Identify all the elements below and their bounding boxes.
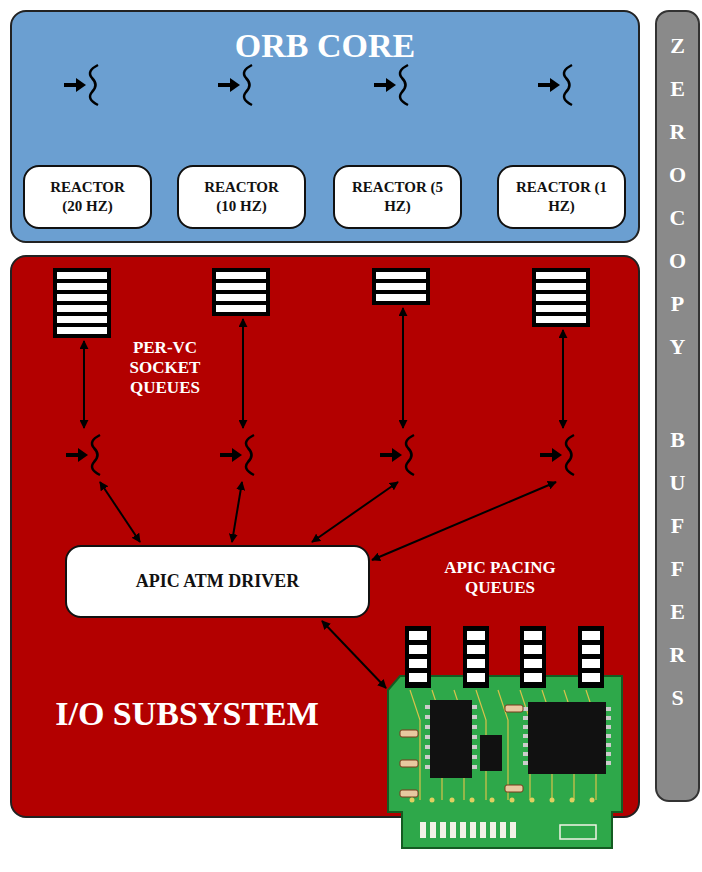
orb-core-panel: ORB CORE REACTOR (20 HZ) REACTOR (10 HZ) RE… xyxy=(10,10,640,243)
queue-icon xyxy=(212,268,270,316)
double-arrow xyxy=(83,341,85,428)
reactor-label: REACTOR (1 HZ) xyxy=(516,178,608,216)
panel-title: I/O SUBSYSTEM xyxy=(42,694,332,734)
pacing-queue xyxy=(520,626,546,688)
double-arrow xyxy=(402,308,404,428)
double-arrow xyxy=(562,330,564,428)
reactor-box: REACTOR (10 HZ) xyxy=(177,165,306,229)
double-arrow xyxy=(372,482,556,560)
reactor-label: REACTOR (5 HZ) xyxy=(352,178,444,216)
double-arrow xyxy=(232,482,242,542)
region-label: PER-VC SOCKET QUEUES xyxy=(100,338,230,398)
region-label: APIC PACING QUEUES xyxy=(415,558,585,598)
thread-icon xyxy=(374,65,408,105)
vertical-label: BUFFERS xyxy=(667,418,689,719)
reactor-box: REACTOR (1 HZ) xyxy=(497,165,626,229)
queue-icon xyxy=(532,268,590,327)
reactor-box: REACTOR (20 HZ) xyxy=(23,165,152,229)
double-arrow xyxy=(242,319,244,428)
driver-label: APIC ATM DRIVER xyxy=(136,571,300,592)
queue-icon xyxy=(53,268,111,338)
pacing-queue xyxy=(463,626,489,688)
reactor-label: REACTOR (20 HZ) xyxy=(42,178,134,216)
io-subsystem-panel: I/O SUBSYSTEM APIC ATM DRIVER xyxy=(10,255,640,818)
thread-icon xyxy=(220,435,254,475)
pacing-queue xyxy=(405,626,431,688)
reactor-box: REACTOR (5 HZ) xyxy=(333,165,462,229)
thread-icon xyxy=(380,435,414,475)
zero-copy-band: ZEROCOPY BUFFERS xyxy=(655,10,700,802)
double-arrow xyxy=(100,482,140,542)
thread-icon xyxy=(66,435,100,475)
vertical-label: ZEROCOPY xyxy=(667,24,689,368)
double-arrow xyxy=(322,621,386,688)
driver-box: APIC ATM DRIVER xyxy=(65,545,370,618)
thread-icon xyxy=(540,435,574,475)
queue-icon xyxy=(372,268,430,305)
reactor-label: REACTOR (10 HZ) xyxy=(196,178,288,216)
thread-icon xyxy=(538,65,572,105)
thread-icon xyxy=(64,65,98,105)
thread-icon xyxy=(218,65,252,105)
pacing-queue xyxy=(578,626,604,688)
atm-card xyxy=(388,676,622,848)
double-arrow xyxy=(312,482,398,542)
panel-title: ORB CORE xyxy=(12,26,638,66)
